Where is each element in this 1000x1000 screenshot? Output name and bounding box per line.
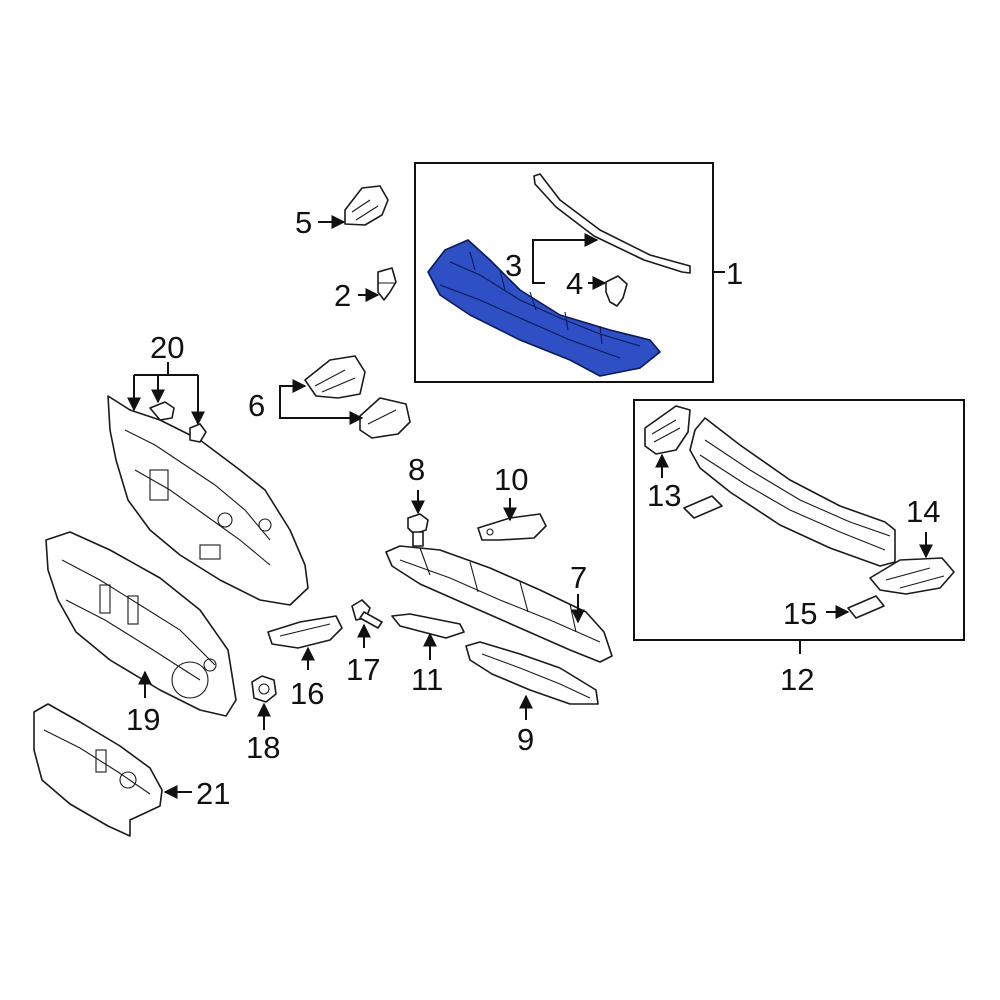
callout-20[interactable]: 20: [150, 330, 184, 365]
callout-6[interactable]: 6: [248, 388, 265, 423]
part-19-insulator[interactable]: [45, 531, 237, 717]
part-11-strip[interactable]: [391, 613, 465, 639]
callout-21[interactable]: 21: [196, 776, 230, 811]
part-3-seal-strip[interactable]: [533, 173, 691, 274]
part-13-plate[interactable]: [683, 495, 723, 519]
callout-4[interactable]: 4: [566, 266, 583, 301]
part-9-panel[interactable]: [465, 641, 599, 705]
part-13-bracket[interactable]: [644, 405, 691, 455]
part-2-clip[interactable]: [377, 267, 397, 301]
callout-1[interactable]: 1: [726, 256, 743, 291]
callout-12[interactable]: 12: [780, 662, 814, 697]
part-21-silencer[interactable]: [33, 703, 163, 837]
callout-9[interactable]: 9: [517, 722, 534, 757]
part-5-cover[interactable]: [344, 185, 389, 226]
callout-8[interactable]: 8: [408, 452, 425, 487]
callout-2[interactable]: 2: [334, 278, 351, 313]
callout-18[interactable]: 18: [246, 730, 280, 765]
part-20-clip-b[interactable]: [189, 423, 207, 443]
callout-19[interactable]: 19: [126, 702, 160, 737]
callout-3[interactable]: 3: [505, 248, 522, 283]
callout-7[interactable]: 7: [570, 560, 587, 595]
callout-13[interactable]: 13: [647, 478, 681, 513]
leader-3: [532, 233, 599, 265]
part-14-bracket[interactable]: [869, 557, 955, 595]
part-8-bolt[interactable]: [407, 513, 429, 547]
callout-5[interactable]: 5: [295, 205, 312, 240]
part-4-clip[interactable]: [605, 275, 628, 307]
part-7-cowl-panel[interactable]: [385, 545, 613, 663]
callout-14[interactable]: 14: [906, 494, 940, 529]
part-6-bracket-upper[interactable]: [304, 355, 366, 399]
part-15-plate[interactable]: [847, 595, 885, 619]
callout-16[interactable]: 16: [290, 676, 324, 711]
part-16-bracket[interactable]: [267, 615, 343, 649]
part-10-bracket[interactable]: [477, 513, 547, 541]
callout-11[interactable]: 11: [411, 662, 443, 697]
part-1-cowl-panel[interactable]: [427, 239, 661, 377]
callout-10[interactable]: 10: [494, 462, 528, 497]
leader-3b: [532, 265, 545, 284]
part-18-nut[interactable]: [251, 675, 277, 703]
leader-6b: [279, 405, 364, 425]
part-6-bracket-lower[interactable]: [359, 397, 411, 439]
callout-15[interactable]: 15: [783, 596, 817, 631]
callout-17[interactable]: 17: [346, 652, 380, 687]
leader-6: [279, 379, 307, 405]
part-12-cowl-upper[interactable]: [689, 417, 896, 567]
part-17-bolt[interactable]: [351, 599, 383, 629]
